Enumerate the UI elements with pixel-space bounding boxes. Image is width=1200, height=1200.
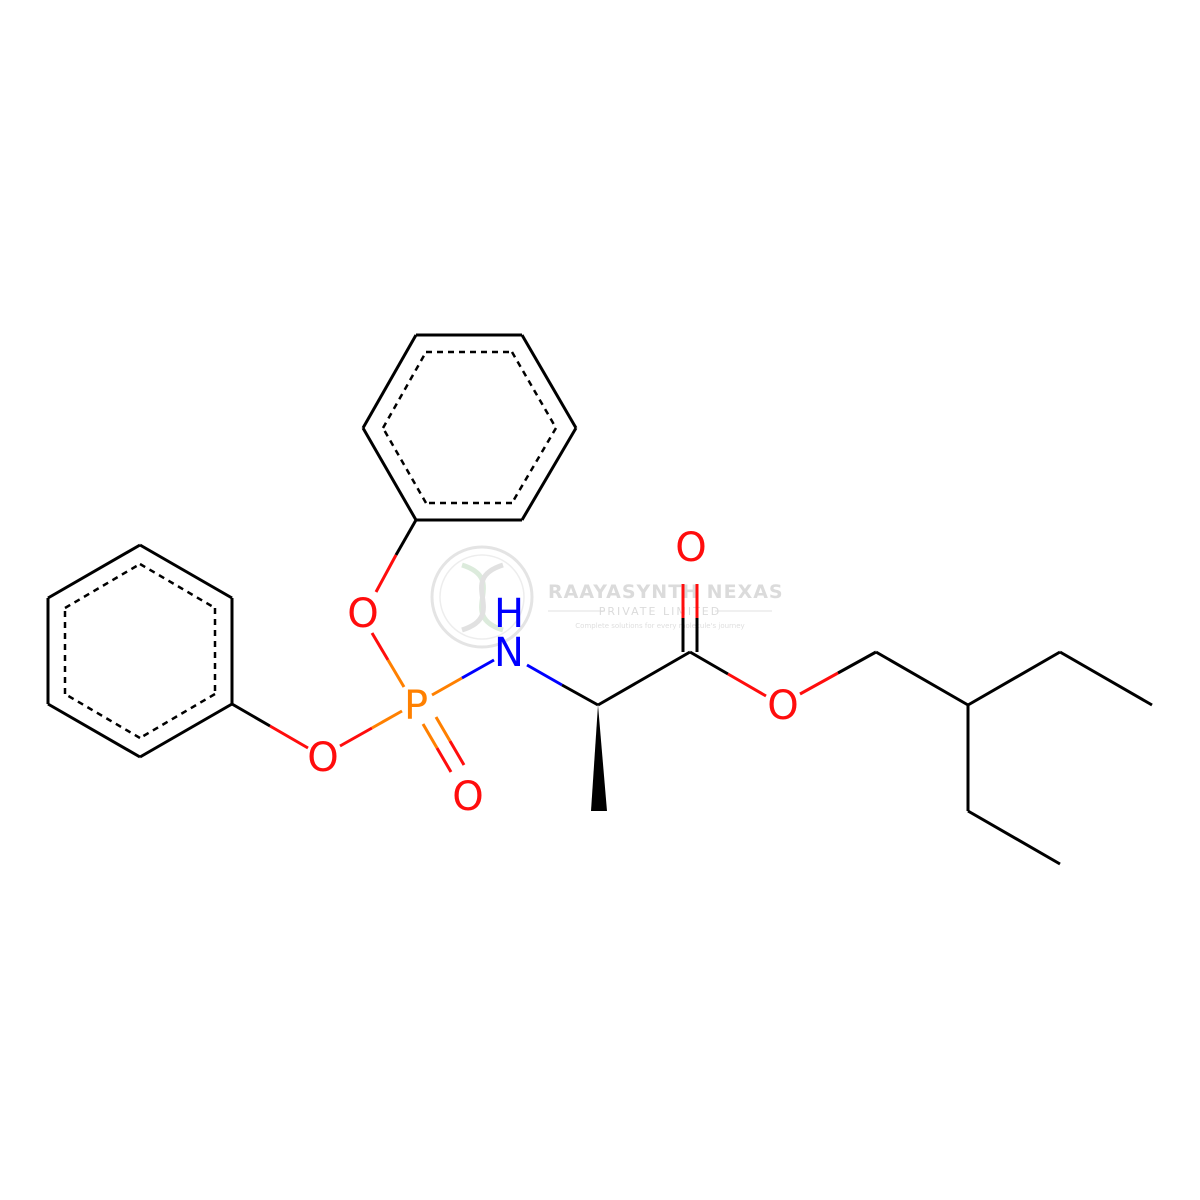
watermark-tagline: Complete solutions for every molecule's … xyxy=(575,622,744,630)
watermark: RAAYASYNTH NEXAS PRIVATE LIMITED Complet… xyxy=(430,545,784,649)
bond xyxy=(370,632,390,661)
bond xyxy=(434,716,452,742)
bond xyxy=(435,747,453,773)
wedge-bond-methyl xyxy=(591,705,607,811)
bond xyxy=(520,334,578,429)
bond xyxy=(448,740,466,766)
bond xyxy=(431,676,463,697)
atom-labels: O O O O O P N H xyxy=(307,525,798,820)
atom-o-phosphoryl: O xyxy=(452,774,483,820)
atom-nitrogen: N xyxy=(494,630,524,676)
bond xyxy=(967,650,1061,707)
atom-o-carbonyl: O xyxy=(675,525,706,571)
bond xyxy=(231,702,271,728)
watermark-ring xyxy=(430,545,534,649)
bond xyxy=(386,659,406,688)
atom-phosphorus: P xyxy=(404,683,428,729)
watermark-subtitle: PRIVATE LIMITED xyxy=(599,605,721,618)
bond xyxy=(361,334,418,429)
bond xyxy=(1059,650,1153,707)
bond xyxy=(520,427,578,521)
bond xyxy=(967,809,1061,866)
watermark-company: RAAYASYNTH NEXAS xyxy=(548,581,784,603)
phosphate-bonds xyxy=(231,519,599,773)
atom-o-phenoxy-left: O xyxy=(307,735,338,781)
bond xyxy=(139,543,233,600)
bond xyxy=(269,724,309,750)
bond xyxy=(361,427,418,521)
bond xyxy=(875,650,969,707)
bond xyxy=(374,554,398,593)
phenyl-ring-left xyxy=(46,543,234,759)
bond xyxy=(421,723,439,749)
bond xyxy=(139,702,233,759)
bond xyxy=(799,671,839,696)
bond xyxy=(339,726,373,748)
atom-nitrogen-hydrogen: H xyxy=(494,591,524,637)
dna-helix-icon xyxy=(461,562,504,633)
aromatic-bonds xyxy=(381,350,558,505)
bond xyxy=(526,663,563,687)
phenyl-ring-top xyxy=(361,333,578,522)
bond xyxy=(561,683,599,707)
bond xyxy=(461,658,495,680)
bond xyxy=(727,672,767,698)
bond xyxy=(597,650,691,707)
bond xyxy=(689,650,729,676)
bond xyxy=(394,519,418,556)
atom-o-phenoxy-top: O xyxy=(347,591,378,637)
atom-o-ester: O xyxy=(767,683,798,729)
bond xyxy=(837,650,877,675)
bond xyxy=(47,543,141,600)
bond xyxy=(371,709,403,730)
carbon-chain xyxy=(591,584,1153,866)
bond xyxy=(47,702,141,759)
aromatic-bonds xyxy=(63,562,217,740)
